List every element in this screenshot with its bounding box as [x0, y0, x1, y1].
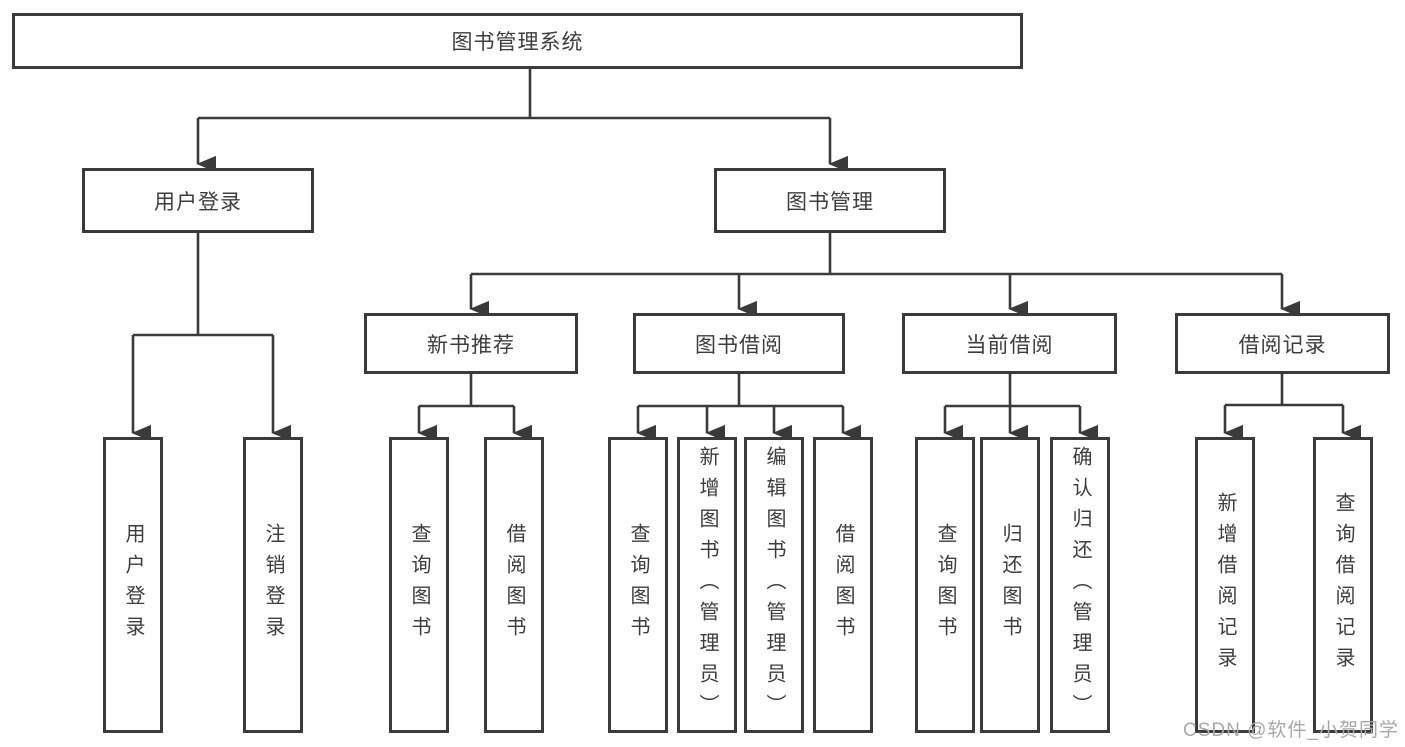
watermark: CSDN @软件_小贺同学 [1183, 720, 1399, 741]
leaf-br-query-record: 查询借阅记录 [1313, 437, 1373, 733]
node-borrow-records-label: 借阅记录 [1238, 333, 1327, 357]
leaf-logout-login: 注销登录 [243, 437, 303, 733]
node-library-system-label: 图书管理系统 [451, 31, 584, 54]
node-current-borrowing-label: 当前借阅 [965, 333, 1054, 357]
leaf-bb-borrow-books-label: 借阅图书 [832, 523, 854, 647]
leaf-user-login: 用户登录 [103, 437, 163, 733]
node-user-login-label: 用户登录 [154, 190, 242, 214]
leaf-cb-return-books-label: 归还图书 [999, 523, 1021, 647]
node-book-management-label: 图书管理 [786, 190, 874, 214]
node-current-borrowing: 当前借阅 [902, 313, 1117, 374]
leaf-nb-query-books-label: 查询图书 [408, 523, 430, 647]
leaf-cb-query-books-label: 查询图书 [934, 523, 956, 647]
node-book-borrowing-label: 图书借阅 [695, 333, 783, 357]
node-new-book-recommendation-label: 新书推荐 [427, 333, 515, 357]
leaf-bb-query-books: 查询图书 [608, 437, 668, 733]
leaf-nb-borrow-books: 借阅图书 [484, 437, 544, 733]
node-book-borrowing: 图书借阅 [633, 313, 845, 374]
leaf-bb-add-books-admin-label: 新增图书（管理员） [696, 445, 718, 725]
leaf-cb-return-books: 归还图书 [980, 437, 1040, 733]
node-user-login: 用户登录 [82, 168, 314, 233]
leaf-cb-confirm-return-admin-label: 确认归还（管理员） [1069, 445, 1091, 725]
leaf-user-login-label: 用户登录 [122, 523, 144, 647]
leaf-br-add-record-label: 新增借阅记录 [1214, 492, 1236, 678]
leaf-nb-query-books: 查询图书 [389, 437, 449, 733]
leaf-bb-borrow-books: 借阅图书 [813, 437, 873, 733]
leaf-nb-borrow-books-label: 借阅图书 [503, 523, 525, 647]
leaf-br-add-record: 新增借阅记录 [1195, 437, 1255, 733]
node-library-system: 图书管理系统 [12, 13, 1023, 69]
leaf-bb-edit-books-admin-label: 编辑图书（管理员） [763, 445, 785, 725]
leaf-cb-query-books: 查询图书 [915, 437, 975, 733]
node-new-book-recommendation: 新书推荐 [364, 313, 578, 374]
leaf-logout-login-label: 注销登录 [262, 523, 284, 647]
leaf-bb-add-books-admin: 新增图书（管理员） [677, 437, 737, 733]
leaf-cb-confirm-return-admin: 确认归还（管理员） [1050, 437, 1110, 733]
leaf-br-query-record-label: 查询借阅记录 [1332, 492, 1354, 678]
leaf-bb-edit-books-admin: 编辑图书（管理员） [744, 437, 804, 733]
node-book-management: 图书管理 [714, 168, 946, 233]
node-borrow-records: 借阅记录 [1175, 313, 1390, 374]
leaf-bb-query-books-label: 查询图书 [627, 523, 649, 647]
